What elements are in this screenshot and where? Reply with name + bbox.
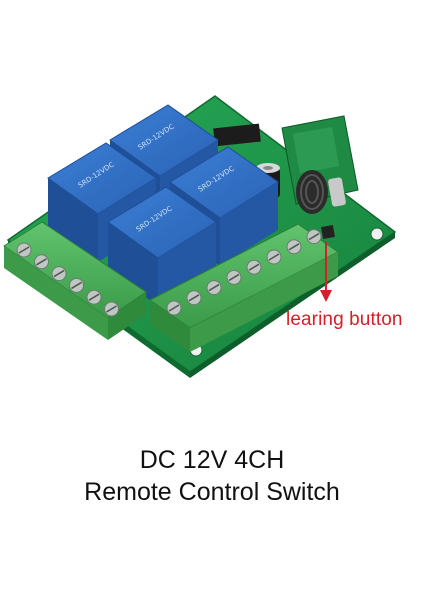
rf-receiver-module bbox=[281, 115, 359, 214]
relay-front: SRD-12VDC bbox=[107, 186, 217, 306]
screw-slot bbox=[208, 283, 220, 292]
relay-board-photo: SRD-12VDC SRD-12VDC SRD-12VDC SRD-12VDC bbox=[3, 95, 397, 378]
screw-slot bbox=[18, 246, 30, 254]
screw-slot bbox=[288, 243, 300, 251]
screw-slot bbox=[268, 253, 280, 261]
product-caption-line1: DC 12V 4CH bbox=[139, 446, 285, 474]
learning-button-label: learing button bbox=[286, 309, 403, 330]
screw-slot bbox=[168, 304, 180, 312]
crystal bbox=[328, 177, 346, 207]
screw-slot bbox=[88, 293, 100, 301]
screw-slot bbox=[53, 269, 65, 278]
screw-slot bbox=[228, 273, 240, 282]
screw-slot bbox=[36, 258, 47, 266]
product-caption-line2: Remote Control Switch bbox=[84, 478, 340, 506]
ic-chip bbox=[213, 123, 261, 147]
screw-slot bbox=[71, 281, 82, 290]
terminal-block-left bbox=[3, 221, 147, 340]
mount-hole bbox=[370, 227, 384, 241]
pcb-edge-right bbox=[190, 232, 395, 378]
screw-slot bbox=[106, 305, 117, 313]
learning-button bbox=[321, 225, 335, 239]
screw-slot bbox=[188, 294, 200, 302]
screw-slot bbox=[308, 232, 320, 241]
screw-slot bbox=[248, 263, 260, 271]
callout-arrow bbox=[320, 242, 332, 302]
